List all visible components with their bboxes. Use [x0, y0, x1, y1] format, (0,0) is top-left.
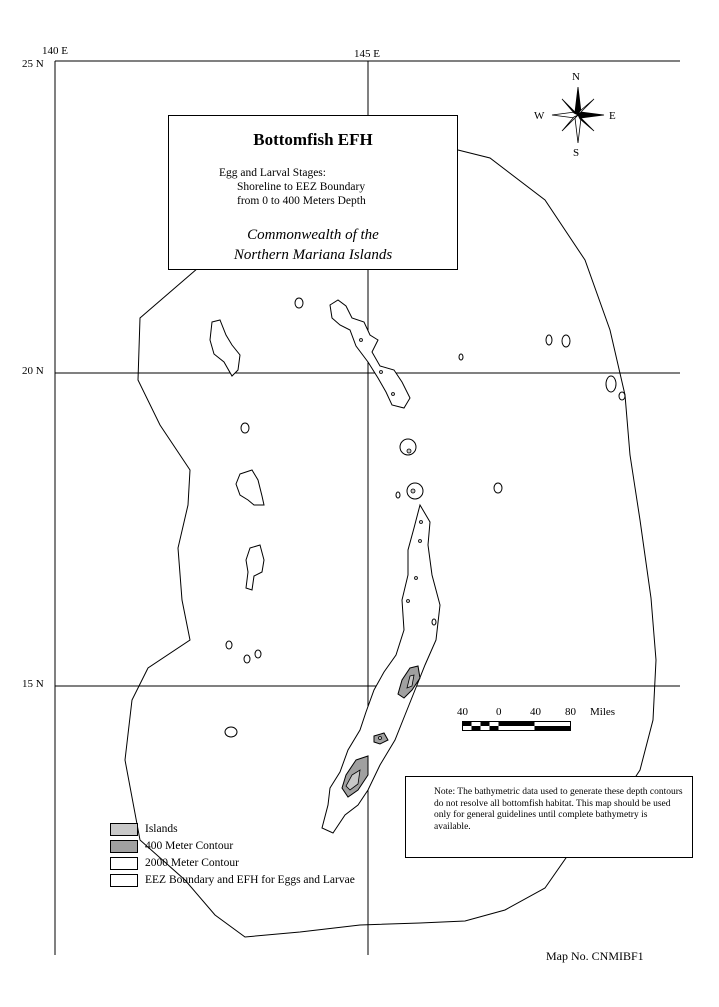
- lat-label-20: 20 N: [22, 365, 44, 377]
- scale-unit: Miles: [590, 706, 616, 718]
- legend-label-islands: Islands: [145, 823, 178, 835]
- legend-swatch-400m: [110, 840, 138, 853]
- scale-label-40-right: 40: [530, 706, 541, 718]
- region-line-2: Northern Mariana Islands: [233, 247, 393, 263]
- islands: [345, 338, 423, 791]
- map-number: Map No. CNMIBF1: [546, 949, 644, 963]
- legend-label-400m: 400 Meter Contour: [145, 840, 234, 852]
- region-name: Commonwealth of the Northern Mariana Isl…: [169, 225, 457, 265]
- compass-rose: [551, 86, 605, 144]
- compass-star-icon: [551, 86, 605, 144]
- island-contour-l: [243, 654, 251, 664]
- islet-4: [406, 448, 412, 454]
- contour-2000: [209, 297, 626, 834]
- island-contour-h: [618, 391, 626, 401]
- lon-label-145: 145 E: [354, 48, 380, 60]
- scale-label-40-left: 40: [457, 706, 468, 718]
- compass-n-label: N: [572, 71, 580, 83]
- islet-8: [414, 576, 418, 580]
- legend-label-eez: EEZ Boundary and EFH for Eggs and Larvae: [145, 874, 355, 886]
- compass-w-label: W: [534, 110, 545, 122]
- island-contour-i: [458, 353, 464, 361]
- arc-contour: [321, 503, 441, 834]
- map-title: Bottomfish EFH: [253, 130, 373, 149]
- island-contour-b: [399, 438, 417, 456]
- islet-3: [391, 392, 395, 396]
- stage-line-2: Shoreline to EEZ Boundary: [237, 181, 366, 193]
- north-chain-contour: [329, 299, 411, 409]
- island-contour-n: [224, 726, 238, 738]
- compass-e-label: E: [609, 110, 616, 122]
- island-contour-m: [254, 649, 262, 659]
- guam-island: [345, 769, 361, 791]
- west-ridge-contour-3: [245, 544, 265, 591]
- stage-description: Egg and Larval Stages: Shoreline to EEZ …: [219, 166, 366, 208]
- region-line-1: Commonwealth of the: [247, 227, 379, 243]
- west-ridge-contour-2: [235, 469, 265, 506]
- scale-bar: [462, 721, 571, 731]
- note-text: Note: The bathymetric data used to gener…: [434, 787, 683, 832]
- stage-line-1: Egg and Larval Stages:: [219, 167, 326, 179]
- islet-1: [359, 338, 363, 342]
- compass-s-label: S: [573, 147, 580, 159]
- west-ridge-contour-1: [209, 319, 241, 377]
- island-contour-j: [493, 482, 503, 494]
- island-contour-e: [545, 334, 553, 346]
- saipan-island: [406, 674, 415, 689]
- islet-10: [378, 736, 382, 740]
- scale-label-0: 0: [496, 706, 502, 718]
- island-contour-a: [294, 297, 304, 309]
- stage-line-3: from 0 to 400 Meters Depth: [237, 195, 366, 207]
- island-contour-g: [605, 375, 617, 393]
- island-contour-k: [225, 640, 233, 650]
- island-contour-o: [431, 618, 437, 626]
- islet-7: [418, 539, 422, 543]
- island-contour-f: [561, 334, 571, 348]
- legend-label-2000m: 2000 Meter Contour: [145, 857, 239, 869]
- legend-swatch-islands: [110, 823, 138, 836]
- island-contour-d: [240, 422, 250, 434]
- islet-2: [379, 370, 383, 374]
- islet-5: [410, 488, 416, 494]
- legend-swatch-eez: [110, 874, 138, 887]
- lat-label-15: 15 N: [22, 678, 44, 690]
- lon-label-140: 140 E: [42, 45, 68, 57]
- islet-6: [419, 520, 423, 524]
- islet-9: [406, 599, 410, 603]
- island-contour-p: [395, 491, 401, 499]
- eez-boundary: [124, 149, 657, 938]
- legend-swatch-2000m: [110, 857, 138, 870]
- bathymetry-note: Note: The bathymetric data used to gener…: [405, 776, 693, 858]
- scale-label-80: 80: [565, 706, 576, 718]
- lat-label-25: 25 N: [22, 58, 44, 70]
- title-box: Bottomfish EFH Egg and Larval Stages: Sh…: [168, 115, 458, 270]
